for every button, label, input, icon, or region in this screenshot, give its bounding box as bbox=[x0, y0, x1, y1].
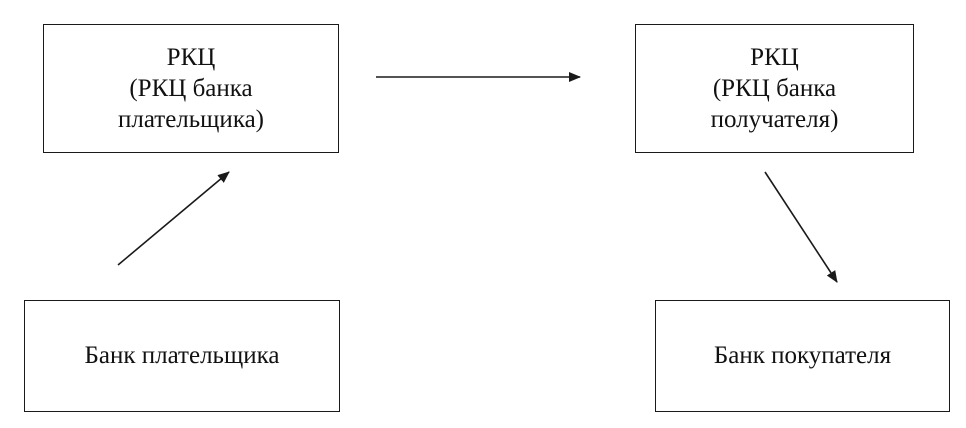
buyer-bank-label: Банк покупателя bbox=[713, 342, 892, 369]
rkc-payer-box: РКЦ (РКЦ банка плательщика) bbox=[43, 24, 339, 153]
rkc-payer-title: РКЦ bbox=[166, 44, 216, 71]
rkc-receiver-subtitle-cont: получателя) bbox=[710, 106, 839, 133]
rkc-payer-subtitle-cont: плательщика) bbox=[117, 106, 265, 133]
rkc-payer-subtitle: (РКЦ банка bbox=[129, 75, 253, 102]
rkc-receiver-box: РКЦ (РКЦ банка получателя) bbox=[635, 24, 914, 153]
arrow-rkc-receiver-to-buyer-bank bbox=[764, 171, 838, 283]
payer-bank-box: Банк плательщика bbox=[24, 300, 340, 412]
rkc-receiver-subtitle: (РКЦ банка bbox=[712, 75, 837, 102]
payer-bank-label: Банк плательщика bbox=[84, 342, 280, 369]
arrow-payer-bank-to-rkc-payer bbox=[117, 171, 230, 266]
rkc-receiver-title: РКЦ bbox=[750, 44, 799, 71]
buyer-bank-box: Банк покупателя bbox=[655, 300, 950, 412]
